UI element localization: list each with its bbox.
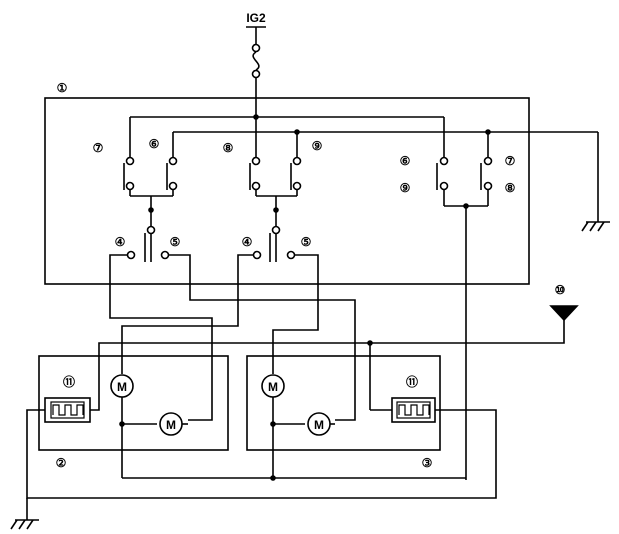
label-c-8: ⑧ bbox=[505, 181, 516, 195]
ground-symbol-right bbox=[581, 221, 610, 232]
label-unit-1: ① bbox=[57, 81, 68, 95]
motor-m1-right bbox=[261, 374, 285, 478]
switch-unit-box bbox=[44, 97, 530, 285]
label-b-9: ⑨ bbox=[312, 139, 323, 153]
motor-m1-right-label: M bbox=[268, 380, 278, 394]
ig2-label: IG2 bbox=[246, 11, 266, 25]
label-c-7: ⑦ bbox=[505, 154, 516, 168]
power-bus bbox=[129, 116, 445, 157]
label-module-3: ③ bbox=[422, 456, 433, 470]
wire-a-right bbox=[169, 254, 356, 421]
switch-a-contacts bbox=[123, 156, 178, 262]
fuse bbox=[251, 43, 261, 117]
wire-b-left bbox=[121, 254, 253, 374]
ground-bus bbox=[172, 131, 599, 222]
ground-symbol-left bbox=[10, 498, 39, 530]
terminal-10-symbol bbox=[549, 305, 579, 322]
sensor-11-right bbox=[391, 397, 436, 423]
label-b-5: ⑤ bbox=[301, 235, 312, 249]
label-c-6: ⑥ bbox=[400, 154, 411, 168]
module-3-box bbox=[246, 355, 441, 451]
motor-m1-left bbox=[110, 374, 134, 478]
label-module-2: ② bbox=[56, 456, 67, 470]
label-b-8: ⑧ bbox=[223, 141, 234, 155]
ground-wire-left bbox=[26, 409, 497, 499]
junction-dots bbox=[119, 114, 491, 481]
label-11-right: ⑪ bbox=[406, 374, 418, 389]
label-a-5: ⑤ bbox=[170, 235, 181, 249]
sensor-11-left bbox=[44, 397, 91, 423]
label-b-4: ④ bbox=[242, 235, 253, 249]
module-2-box bbox=[38, 355, 229, 451]
switch-b-contacts bbox=[249, 156, 302, 262]
label-a-4: ④ bbox=[115, 235, 126, 249]
motor-m2-left bbox=[122, 412, 188, 436]
motor-m2-right bbox=[273, 412, 335, 436]
label-10: ⑩ bbox=[555, 283, 566, 297]
motor-m2-left-label: M bbox=[166, 418, 176, 432]
label-c-9: ⑨ bbox=[400, 181, 411, 195]
wire-a-left bbox=[109, 254, 213, 421]
ig2-terminal bbox=[246, 26, 266, 44]
label-a-7: ⑦ bbox=[93, 141, 104, 155]
motor-m2-right-label: M bbox=[314, 418, 324, 432]
label-a-6: ⑥ bbox=[149, 137, 160, 151]
sensor-supply-wire bbox=[90, 318, 565, 411]
wire-b-right bbox=[272, 254, 319, 374]
label-11-left: ⑪ bbox=[63, 374, 75, 389]
motor-m1-left-label: M bbox=[117, 380, 127, 394]
